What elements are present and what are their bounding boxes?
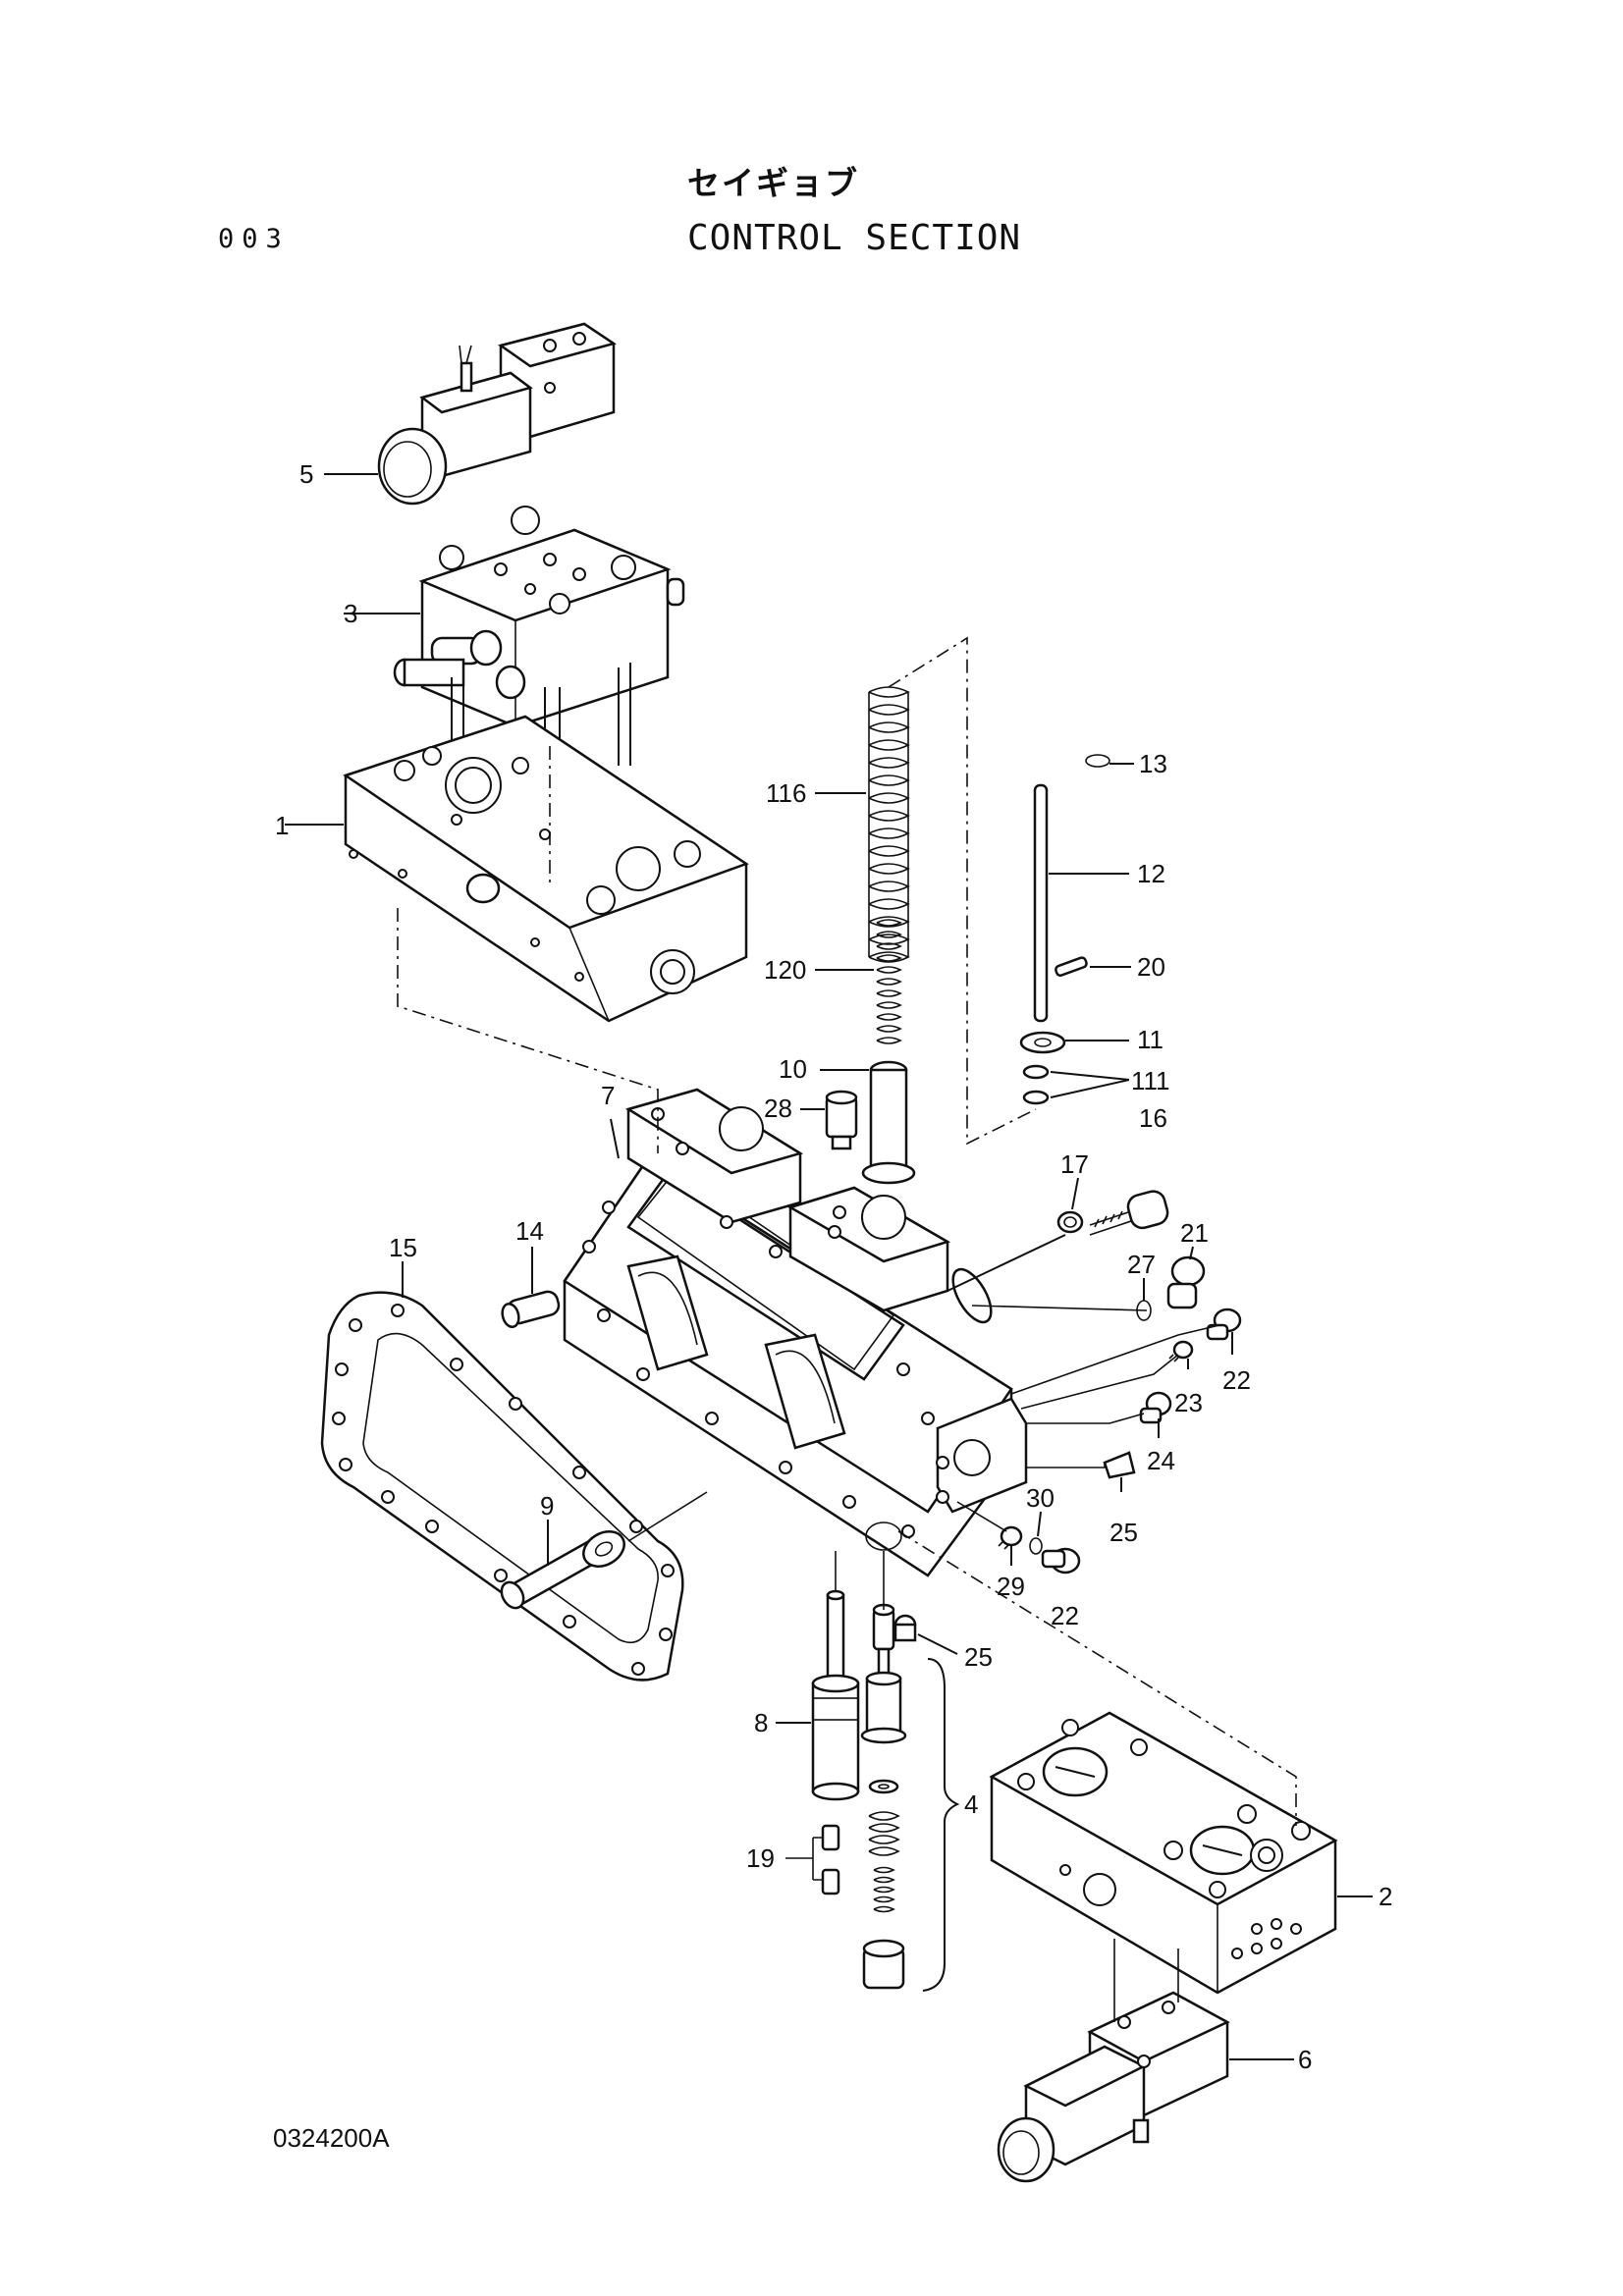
callout-1: 1 <box>275 811 289 840</box>
housing-flange-holes <box>582 1201 935 1538</box>
leader-lines-right <box>971 1305 1220 1468</box>
callout-22a: 22 <box>1222 1365 1251 1395</box>
callout-labels: 5 3 1 116 120 10 28 7 13 12 20 11 111 16… <box>275 459 1392 2074</box>
part-28-plug <box>800 1090 858 1150</box>
page-title: CONTROL SECTION <box>687 218 1022 258</box>
callout-8: 8 <box>754 1708 768 1737</box>
leader-29-30-22 <box>956 1501 1007 1532</box>
part-24-plug <box>1139 1391 1172 1438</box>
callout-23: 23 <box>1174 1388 1203 1417</box>
callout-120: 120 <box>764 955 806 985</box>
callout-28: 28 <box>764 1094 792 1123</box>
part-1-valve-block <box>285 715 749 1023</box>
callout-15: 15 <box>389 1233 417 1262</box>
part-5-solenoid-valve <box>324 322 617 506</box>
part-8-spool <box>776 1589 860 1801</box>
part-19-pins <box>785 1824 840 1896</box>
part-25-plug-a <box>1103 1451 1136 1492</box>
callout-13: 13 <box>1139 749 1167 778</box>
part-7-housing <box>563 1088 1028 1577</box>
callout-21: 21 <box>1180 1218 1209 1248</box>
callout-30: 30 <box>1026 1483 1055 1513</box>
callout-9: 9 <box>540 1491 554 1521</box>
part-4-spool-assembly <box>835 1551 960 1992</box>
callout-7: 7 <box>601 1081 615 1110</box>
part-25-plug-b <box>893 1614 958 1655</box>
callout-111: 111 <box>1131 1066 1170 1095</box>
part-21-plug <box>1166 1246 1206 1309</box>
callout-6: 6 <box>1298 2045 1312 2074</box>
callout-17: 17 <box>1060 1149 1089 1179</box>
part-23-plug <box>1168 1340 1194 1369</box>
callout-22b: 22 <box>1051 1601 1079 1630</box>
alignment-line-block-to-housing <box>397 908 659 1153</box>
part-27-o-ring <box>1136 1278 1152 1321</box>
callout-16: 16 <box>1139 1103 1167 1133</box>
part-15-gasket <box>320 1261 684 1682</box>
callout-24: 24 <box>1147 1446 1175 1475</box>
part-17-bolt <box>947 1177 1169 1292</box>
part-14-pin <box>501 1247 561 1329</box>
callout-20: 20 <box>1137 952 1165 982</box>
part-6-solenoid-valve <box>997 1939 1294 2183</box>
callout-12: 12 <box>1137 859 1165 888</box>
part-9-shaft <box>500 1491 708 1610</box>
part-30-o-ring <box>1029 1511 1043 1555</box>
part-116-spring <box>815 686 910 963</box>
drawing-number: 0324200A <box>273 2123 390 2153</box>
callout-116: 116 <box>766 778 806 808</box>
callout-29: 29 <box>997 1572 1025 1601</box>
part-29-plug <box>998 1525 1023 1566</box>
part-120-spring <box>815 919 902 1044</box>
part-10-plug <box>820 1060 916 1185</box>
callout-19: 19 <box>746 1843 775 1873</box>
part-2-end-block <box>897 1530 1373 1995</box>
part-12-pin <box>888 636 1134 1146</box>
callout-25a: 25 <box>1109 1518 1138 1547</box>
callout-11: 11 <box>1137 1025 1163 1054</box>
callout-5: 5 <box>299 459 313 489</box>
callout-14: 14 <box>515 1216 544 1246</box>
callout-10: 10 <box>779 1054 807 1084</box>
part-22-plug-b <box>1041 1547 1081 1575</box>
callout-2: 2 <box>1379 1882 1392 1911</box>
title-katakana: セイギョブ <box>687 164 859 202</box>
callout-4: 4 <box>964 1789 978 1819</box>
part-22-plug-a <box>1206 1308 1242 1355</box>
callout-25b: 25 <box>964 1642 993 1672</box>
callout-3: 3 <box>344 599 357 628</box>
page-number: 003 <box>218 224 290 254</box>
callout-27: 27 <box>1127 1250 1156 1279</box>
